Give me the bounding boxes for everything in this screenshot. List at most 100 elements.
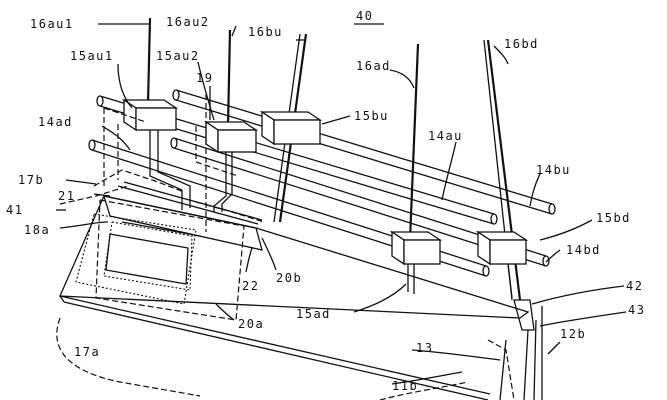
rod-14ad-tip <box>482 265 490 277</box>
tray-front-edge <box>63 301 489 400</box>
wires <box>146 17 522 301</box>
leader-18a <box>59 221 109 229</box>
label-16ad: 16ad <box>356 59 391 73</box>
leader-12b <box>547 341 561 355</box>
figure-number: 40 <box>356 9 373 23</box>
block-15ad-front <box>403 239 441 265</box>
leader-15au1 <box>117 63 133 109</box>
leader-42 <box>531 285 625 305</box>
tray <box>59 181 530 400</box>
label-15ad: 15ad <box>296 307 331 321</box>
block-15au2-front <box>217 129 257 153</box>
leader-15ad <box>353 283 407 313</box>
leader-11b <box>391 371 463 385</box>
leader-14au <box>441 141 457 201</box>
label-18a: 18a <box>24 223 50 237</box>
rod-14bu-bottom <box>175 99 553 215</box>
tray-inner-plate-top <box>121 221 201 237</box>
label-15au2: 15au2 <box>156 49 200 63</box>
leader-20a <box>215 303 235 321</box>
leader-14bd <box>545 249 561 263</box>
tray-dashed-20a <box>95 199 245 321</box>
leader-43 <box>539 311 627 327</box>
hidden-outlines <box>59 94 265 232</box>
leader-17b <box>65 179 97 185</box>
label-17a: 17a <box>74 345 100 359</box>
label-15bu: 15bu <box>354 109 389 123</box>
hanger-15au2 <box>213 152 227 212</box>
label-16au1: 16au1 <box>30 17 74 31</box>
leader-lines <box>56 23 627 385</box>
tray-lip-left <box>59 295 65 303</box>
curve-11b <box>379 381 469 400</box>
block-15bu-front <box>273 119 321 145</box>
frame-post-2 <box>533 319 537 400</box>
rod-14ad-endcap <box>88 139 96 151</box>
label-16bu: 16bu <box>248 25 283 39</box>
frame-post-1 <box>523 329 529 400</box>
wire-16au1 <box>146 17 152 105</box>
tray-body <box>59 195 530 319</box>
reference-labels: 16au1 16au2 16bu 16ad 16bd 15au1 15au2 1… <box>6 15 645 393</box>
curve-17a <box>56 317 201 397</box>
rod-14bu-endcap <box>172 89 180 101</box>
label-14bu: 14bu <box>536 163 571 177</box>
label-20b: 20b <box>276 271 302 285</box>
leader-14bu <box>529 173 541 207</box>
leader-15au2 <box>197 61 215 121</box>
hanger-15au1-inner <box>157 130 191 208</box>
wire-16au2 <box>226 29 232 127</box>
leader-15bu <box>321 115 351 125</box>
tray-inner-plate-18a <box>105 233 189 285</box>
label-15bd: 15bd <box>596 211 631 225</box>
label-19: 19 <box>196 71 213 85</box>
rod-14au-tip <box>490 213 498 225</box>
leader-16ad <box>389 69 415 89</box>
leader-21 <box>93 193 111 197</box>
hidden-top-left <box>103 107 147 123</box>
label-16bd: 16bd <box>504 37 539 51</box>
slider-blocks <box>121 98 529 266</box>
label-12b: 12b <box>560 327 586 341</box>
label-11b: 11b <box>392 379 418 393</box>
hidden-17b <box>93 169 185 193</box>
label-14au: 14au <box>428 129 463 143</box>
rod-14bd-endcap <box>170 137 178 149</box>
rod-14bu-tip <box>548 203 556 215</box>
leader-16bd <box>493 45 509 65</box>
tray-rail-1 <box>117 185 259 225</box>
label-20a: 20a <box>238 317 264 331</box>
rod-14bd-tip <box>542 255 550 267</box>
right-frame <box>487 299 543 400</box>
hanger-15bd <box>507 263 513 299</box>
label-17b: 17b <box>18 173 44 187</box>
leader-22 <box>245 247 253 273</box>
tray-inner-dotted-outer <box>75 213 197 305</box>
label-21: 21 <box>58 189 75 203</box>
hanger-15au1 <box>149 130 183 210</box>
hangers <box>149 130 513 299</box>
label-14bd: 14bd <box>566 243 601 257</box>
frame-42 <box>513 299 535 331</box>
label-16au2: 16au2 <box>166 15 210 29</box>
rod-14au-endcap <box>96 95 104 107</box>
label-13: 13 <box>416 341 433 355</box>
label-42: 42 <box>626 279 643 293</box>
wire-16ad <box>408 43 420 241</box>
hidden-block-2 <box>195 126 239 177</box>
hanger-15au2-inner <box>221 152 233 212</box>
label-22: 22 <box>242 279 259 293</box>
leader-14ad <box>101 125 131 151</box>
hidden-41 <box>59 185 129 205</box>
label-43: 43 <box>628 303 645 317</box>
leader-16au2 <box>231 25 237 37</box>
leader-13 <box>411 349 501 361</box>
label-15au1: 15au1 <box>70 49 114 63</box>
block-15bd-front <box>489 239 527 265</box>
tray-front-edge-2 <box>59 295 491 395</box>
tray-rail-2 <box>123 181 263 221</box>
frame-hidden-13 <box>487 339 515 400</box>
rod-14bu-top <box>175 89 553 205</box>
